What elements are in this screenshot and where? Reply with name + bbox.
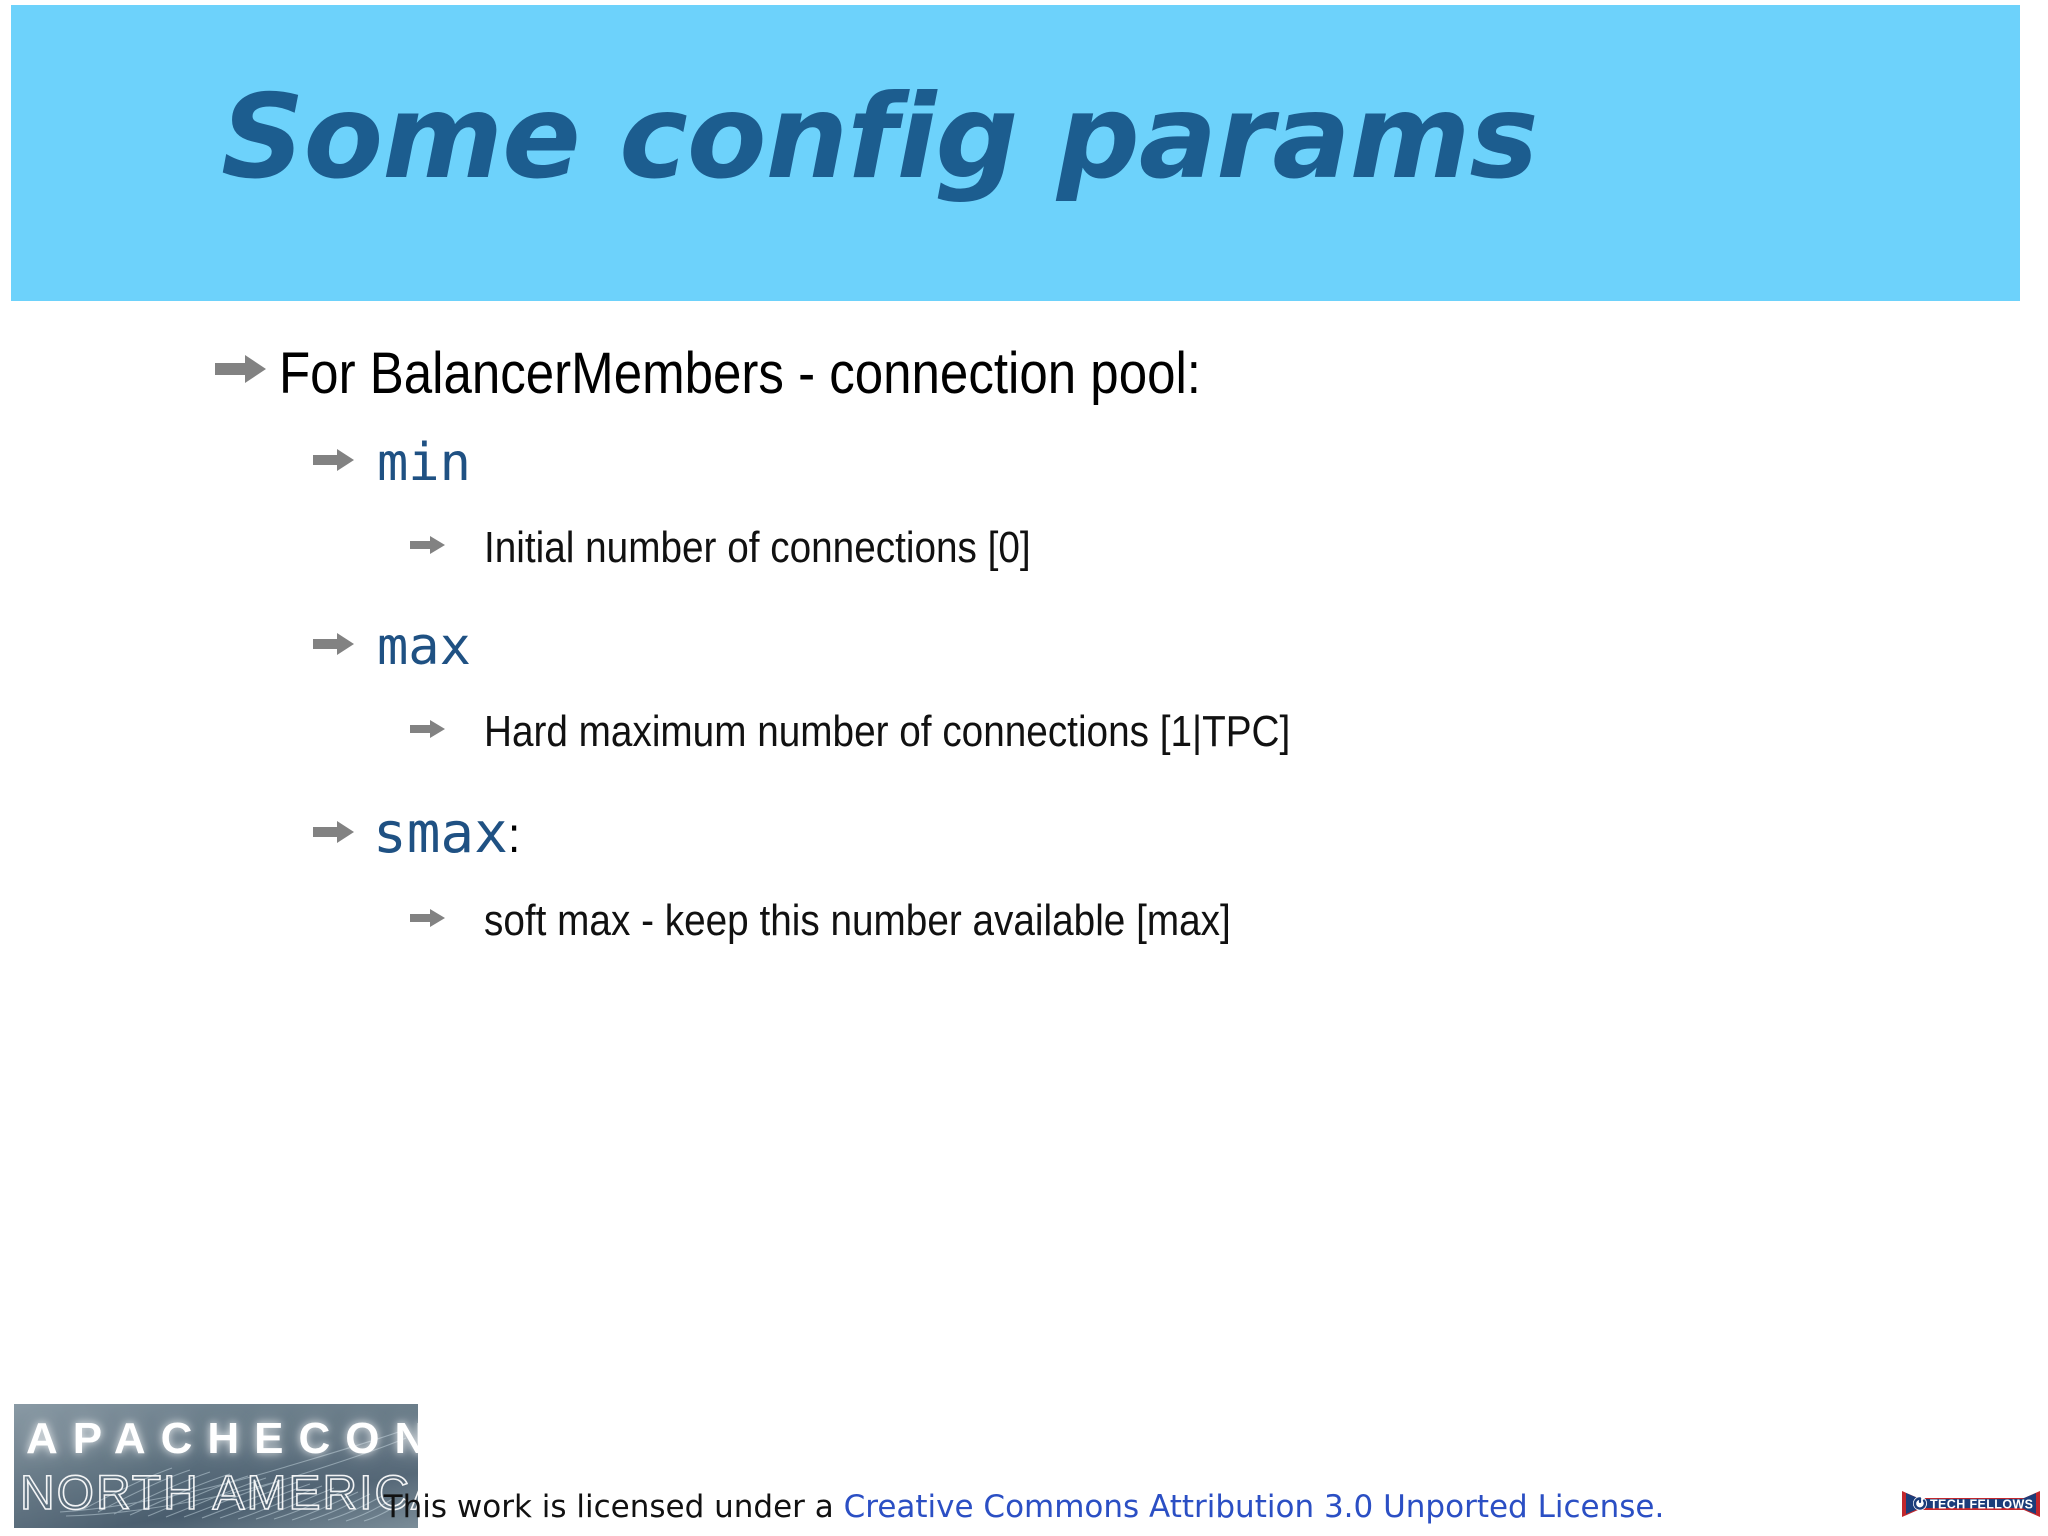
arrow-bullet-icon xyxy=(313,632,355,656)
outline-level2-item-max: max xyxy=(0,617,2048,677)
arrow-bullet-icon xyxy=(215,354,267,384)
feather-icon xyxy=(59,1429,407,1522)
outline-level3-item-smax-detail: soft max - keep this number available [m… xyxy=(0,896,2048,946)
arrow-bullet-icon xyxy=(313,820,355,844)
apachecon-logo: APACHECON NORTH AMERICA xyxy=(14,1404,418,1528)
license-prefix: This work is licensed under a xyxy=(383,1489,844,1525)
outline-level2-item-min: min xyxy=(0,433,2048,493)
title-band: Some config params xyxy=(11,5,2020,301)
param-name-smax-colon: : xyxy=(507,807,521,863)
outline-level1-label: For BalancerMembers - connection pool: xyxy=(279,341,1201,406)
power-circle-icon xyxy=(1913,1496,1927,1511)
license-link[interactable]: Creative Commons Attribution 3.0 Unporte… xyxy=(843,1489,1665,1525)
param-description-min: Initial number of connections [0] xyxy=(484,523,1031,572)
apachecon-logo-line1: APACHECON xyxy=(26,1414,418,1463)
techfellows-label: TECH FELLOWS xyxy=(1930,1498,2033,1512)
param-name-min: min xyxy=(377,433,471,493)
param-name-max: max xyxy=(377,617,471,677)
license-notice: This work is licensed under a Creative C… xyxy=(0,1489,2048,1525)
page-title: Some config params xyxy=(221,70,1539,205)
techfellows-logo: TECH FELLOWS xyxy=(1900,1487,2042,1527)
spacer xyxy=(0,501,2048,523)
apachecon-logo-line2: NORTH AMERICA xyxy=(19,1466,418,1521)
outline-level1-item: For BalancerMembers - connection pool: xyxy=(0,340,2048,407)
spacer xyxy=(0,581,2048,617)
param-name-smax: smax xyxy=(373,801,508,866)
spacer xyxy=(0,874,2048,896)
arrow-bullet-icon xyxy=(410,719,446,739)
outline-level3-item-max-detail: Hard maximum number of connections [1|TP… xyxy=(0,707,2048,757)
param-description-smax: soft max - keep this number available [m… xyxy=(484,896,1231,945)
outline-level3-item-min-detail: Initial number of connections [0] xyxy=(0,523,2048,573)
arrow-bullet-icon xyxy=(410,535,446,555)
outline-level2-item-smax: smax: xyxy=(0,801,2048,866)
slide-body: For BalancerMembers - connection pool: m… xyxy=(0,340,2048,954)
spacer xyxy=(0,685,2048,707)
spacer xyxy=(0,765,2048,801)
param-description-max: Hard maximum number of connections [1|TP… xyxy=(484,707,1291,756)
arrow-bullet-icon xyxy=(313,448,355,472)
arrow-bullet-icon xyxy=(410,908,446,928)
